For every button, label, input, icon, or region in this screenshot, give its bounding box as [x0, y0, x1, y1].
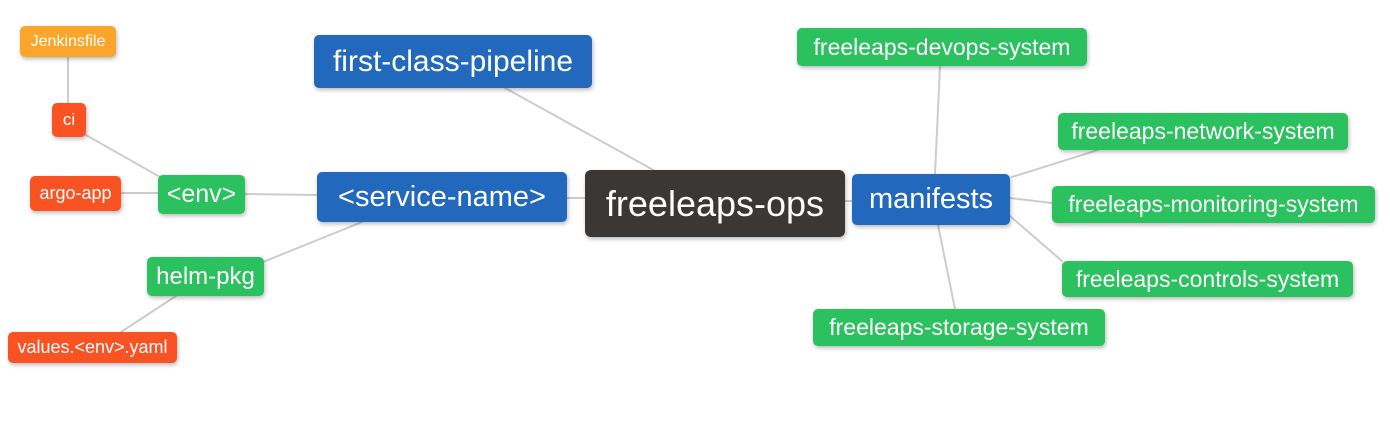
node-values-env-yaml[interactable]: values.<env>.yaml	[8, 332, 177, 363]
node-label: manifests	[868, 183, 994, 215]
node-service-name[interactable]: <service-name>	[317, 172, 567, 222]
node-label: helm-pkg	[156, 262, 255, 290]
node-label: freeleaps-ops	[605, 182, 825, 224]
node-label: freeleaps-controls-system	[1075, 265, 1340, 292]
edge-manifests-to-freeleaps-network-system	[1011, 149, 1099, 178]
node-label: <env>	[166, 180, 237, 208]
node-label: first-class-pipeline	[332, 44, 574, 78]
node-freeleaps-network-system[interactable]: freeleaps-network-system	[1058, 113, 1348, 150]
node-freeleaps-monitoring-system[interactable]: freeleaps-monitoring-system	[1052, 186, 1375, 223]
node-jenkinsfile[interactable]: Jenkinsfile	[20, 26, 116, 57]
node-label: <service-name>	[338, 180, 546, 213]
node-helm-pkg[interactable]: helm-pkg	[147, 257, 264, 296]
node-ci[interactable]: ci	[52, 103, 86, 137]
node-label: values.<env>.yaml	[17, 337, 168, 357]
node-manifests[interactable]: manifests	[852, 174, 1010, 225]
node-first-class-pipeline[interactable]: first-class-pipeline	[314, 35, 592, 88]
node-freeleaps-ops[interactable]: freeleaps-ops	[585, 170, 845, 237]
node-label: ci	[62, 110, 76, 129]
node-env[interactable]: <env>	[158, 175, 245, 214]
node-label: freeleaps-network-system	[1071, 118, 1335, 144]
edge-manifests-to-freeleaps-controls-system	[1009, 215, 1063, 262]
node-freeleaps-controls-system[interactable]: freeleaps-controls-system	[1062, 261, 1353, 297]
node-label: freeleaps-storage-system	[829, 314, 1089, 340]
node-freeleaps-devops-system[interactable]: freeleaps-devops-system	[797, 28, 1087, 66]
edge-ci-to-env	[85, 134, 161, 178]
edge-manifests-to-freeleaps-devops-system	[934, 65, 941, 175]
node-argo-app[interactable]: argo-app	[30, 176, 121, 211]
edge-manifests-to-freeleaps-storage-system	[937, 224, 956, 310]
edge-env-to-service-name	[244, 193, 318, 196]
edge-helm-pkg-to-service-name	[262, 221, 363, 263]
edge-helm-pkg-to-values-env-yaml	[120, 295, 177, 333]
node-label: freeleaps-monitoring-system	[1068, 191, 1359, 217]
node-label: Jenkinsfile	[30, 32, 106, 50]
node-freeleaps-storage-system[interactable]: freeleaps-storage-system	[813, 309, 1105, 346]
edge-manifests-to-freeleaps-monitoring-system	[1009, 197, 1053, 204]
node-label: freeleaps-devops-system	[813, 33, 1071, 60]
edge-first-class-pipeline-to-freeleaps-ops	[504, 87, 658, 173]
node-label: argo-app	[39, 183, 112, 203]
